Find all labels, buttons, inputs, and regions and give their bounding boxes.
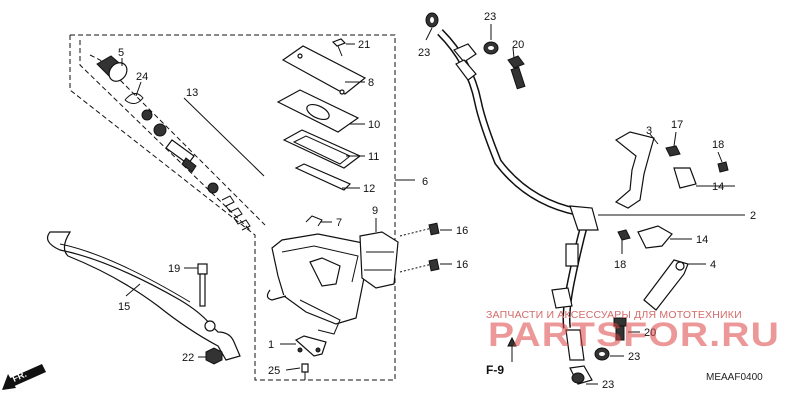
label-11: 11 — [368, 151, 379, 163]
watermark-tagline: ЗАПЧАСТИ И АКСЕССУАРЫ ДЛЯ МОТОТЕХНИКИ — [486, 309, 742, 321]
guide-bolt-17 — [665, 145, 681, 157]
label-20a: 20 — [512, 39, 524, 51]
piston-kit-parts — [79, 40, 266, 231]
front-direction-arrow — [2, 364, 46, 390]
holder-bolts — [399, 222, 440, 273]
watermark: ЗАПЧАСТИ И АКСЕССУАРЫ ДЛЯ МОТОТЕХНИКИ PA… — [486, 309, 780, 354]
label-22: 22 — [182, 352, 194, 364]
holder-clamp — [359, 231, 399, 289]
label-16a: 16 — [456, 225, 468, 237]
label-23b: 23 — [484, 11, 496, 23]
piston-part — [165, 139, 197, 173]
label-23d: 23 — [602, 379, 614, 391]
spring-part — [221, 195, 251, 231]
leader-lines — [121, 24, 745, 385]
label-12: 12 — [363, 183, 375, 195]
label-23a: 23 — [418, 47, 430, 59]
washer-part — [141, 109, 153, 121]
guide-bolt-18-lower — [617, 229, 631, 241]
hose-guide — [614, 131, 697, 209]
guide-bolt-18-upper — [717, 161, 729, 173]
label-5: 5 — [118, 47, 124, 59]
seal-part — [153, 123, 167, 137]
label-25: 25 — [268, 365, 280, 377]
figure-ref-label: F-9 — [486, 363, 504, 377]
label-7: 7 — [336, 217, 342, 229]
label-21: 21 — [358, 39, 370, 51]
label-19: 19 — [168, 263, 180, 275]
label-8: 8 — [368, 77, 374, 89]
clip-part — [305, 215, 323, 227]
switch-part — [294, 335, 327, 357]
label-3: 3 — [646, 125, 652, 137]
label-15: 15 — [118, 301, 130, 313]
diagram-code: MEAAF0400 — [706, 372, 763, 383]
label-14b: 14 — [696, 234, 708, 246]
boot-part — [96, 55, 128, 82]
label-23c: 23 — [628, 351, 640, 363]
label-6: 6 — [422, 176, 428, 188]
label-17: 17 — [671, 119, 683, 131]
label-4: 4 — [710, 259, 716, 271]
front-label: FR. — [11, 369, 28, 384]
banjo-bolt-lower — [613, 317, 627, 341]
label-20b: 20 — [644, 327, 656, 339]
master-cylinder-body — [266, 233, 369, 335]
circlip-part — [124, 93, 144, 104]
switch-screw — [301, 363, 309, 380]
label-13: 13 — [186, 87, 198, 99]
pivot-bolt — [197, 263, 208, 307]
watermark-brand: PARTSFOR.RU — [488, 316, 780, 354]
cup-part — [207, 182, 219, 194]
sealing-washers — [425, 12, 610, 384]
label-2: 2 — [750, 210, 756, 222]
label-14a: 14 — [712, 181, 724, 193]
label-24: 24 — [136, 71, 148, 83]
group-outline — [69, 34, 415, 381]
label-10: 10 — [368, 119, 380, 131]
brake-lever — [47, 231, 241, 361]
banjo-bolt-upper — [507, 55, 526, 90]
reservoir-cover-stack — [276, 38, 367, 191]
label-9: 9 — [372, 205, 378, 217]
brake-hose — [437, 29, 599, 385]
pivot-nut — [205, 347, 223, 365]
figure-ref-arrow — [507, 336, 517, 362]
label-1: 1 — [268, 339, 274, 351]
label-16b: 16 — [456, 259, 468, 271]
hose-clamp-14 — [637, 225, 673, 249]
label-18b: 18 — [614, 259, 626, 271]
hose-stay — [643, 259, 689, 311]
label-18a: 18 — [712, 139, 724, 151]
